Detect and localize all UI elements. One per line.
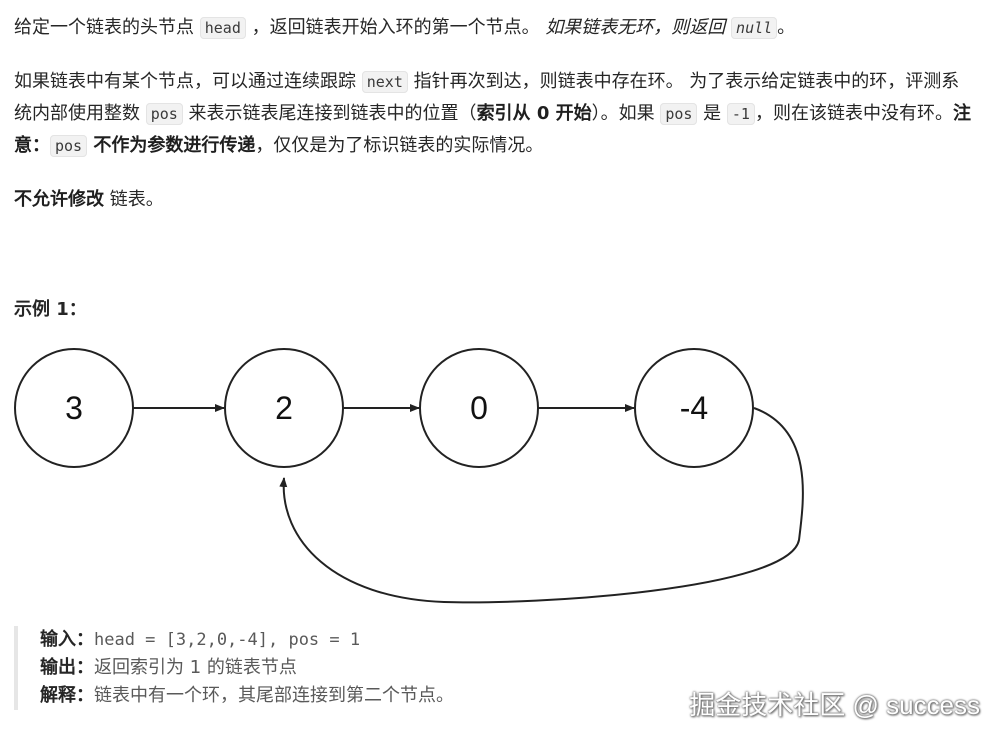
output-value: 返回索引为 1 的链表节点 <box>94 657 297 678</box>
text: ，仅仅是为了标识链表的实际情况。 <box>255 135 544 156</box>
text: 链表。 <box>104 189 164 210</box>
italic-note: 如果链表无环，则返回 null <box>545 17 778 39</box>
list-node-value: 0 <box>470 390 488 426</box>
explain-label: 解释： <box>40 685 94 706</box>
paragraph-cycle-definition: 如果链表中有某个节点，可以通过连续跟踪 next 指针再次到达，则链表中存在环。… <box>14 66 974 162</box>
text: 如果链表无环，则返回 <box>545 17 732 38</box>
watermark: 掘金技术社区 @ success <box>689 690 980 720</box>
text: ）。如果 <box>591 103 661 124</box>
paragraph-no-modify: 不允许修改 链表。 <box>14 184 164 216</box>
output-label: 输出： <box>40 657 94 678</box>
list-node-circle <box>634 348 754 468</box>
bold-note-label: 注意： <box>14 103 971 156</box>
code-pos: pos <box>50 135 88 157</box>
paragraph-intro: 给定一个链表的头节点 head ，返回链表开始入环的第一个节点。 如果链表无环，… <box>14 12 795 44</box>
bold-not-param: 不作为参数进行传递 <box>87 135 256 156</box>
text: 来表示链表尾连接到链表中的位置（ <box>182 103 477 124</box>
code-pos: pos <box>145 103 183 125</box>
code-next: next <box>361 71 408 93</box>
bold-index-note: 索引从 0 开始 <box>476 103 592 124</box>
example-io-block: 输入：head = [3,2,0,-4], pos = 1 输出：返回索引为 1… <box>14 626 454 710</box>
code-null: null <box>731 17 778 39</box>
list-node-value: -4 <box>680 390 708 426</box>
text: 是 <box>697 103 727 124</box>
list-node-value: 2 <box>275 390 293 426</box>
text: ，则在该链表中没有环。 <box>754 103 953 124</box>
linked-list-diagram: 3 2 0 -4 <box>14 348 804 604</box>
text: 给定一个链表的头节点 <box>14 17 200 38</box>
text: 。 <box>777 17 796 38</box>
text: 指针再次到达，则链表中存在环。 为了表示给定链表中的环，评测系统内部使用整数 <box>14 71 960 124</box>
code-head: head <box>199 17 246 39</box>
explain-line: 解释：链表中有一个环，其尾部连接到第二个节点。 <box>40 682 454 710</box>
list-node-value: 3 <box>65 390 83 426</box>
input-value: head = [3,2,0,-4], pos = 1 <box>94 630 361 650</box>
code-minus-one: -1 <box>726 103 755 125</box>
bold-no-modify: 不允许修改 <box>14 189 104 210</box>
example-title: 示例 1： <box>14 299 87 320</box>
text: 如果链表中有某个节点，可以通过连续跟踪 <box>14 71 362 92</box>
explain-value: 链表中有一个环，其尾部连接到第二个节点。 <box>94 685 454 706</box>
input-label: 输入： <box>40 629 94 650</box>
input-line: 输入：head = [3,2,0,-4], pos = 1 <box>40 626 454 654</box>
text: ，返回链表开始入环的第一个节点。 <box>245 17 546 38</box>
output-line: 输出：返回索引为 1 的链表节点 <box>40 654 454 682</box>
cycle-arrow <box>279 407 804 604</box>
code-pos: pos <box>660 103 698 125</box>
